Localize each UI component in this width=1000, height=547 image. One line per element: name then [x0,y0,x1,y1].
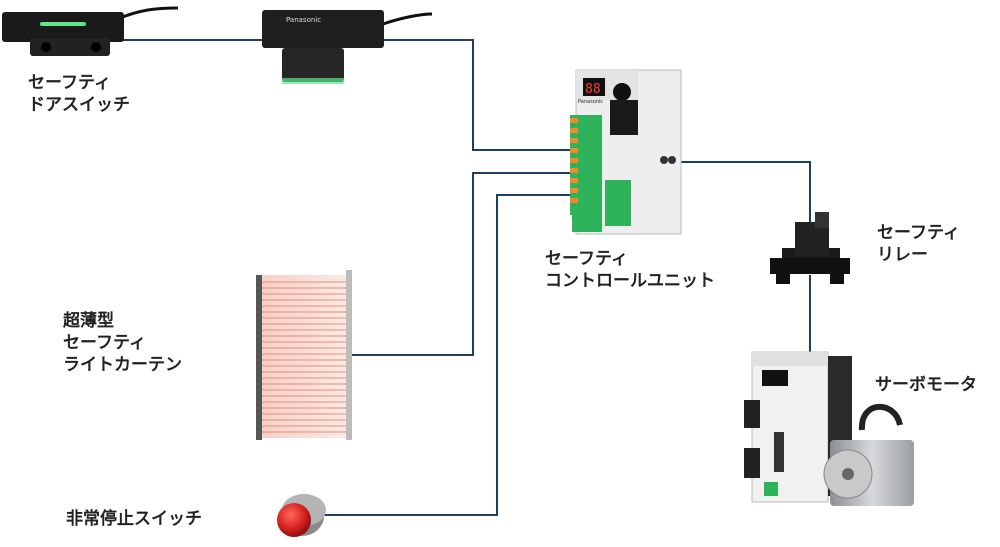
emergency-stop-switch [277,494,326,537]
line-estop [320,194,575,516]
label-light-curtain-line3: ライトカーテン [63,355,182,375]
safety-relay [770,212,850,284]
label-door-switch-line1: セーフティ [28,73,111,93]
line-light-curtain [348,172,575,356]
label-light-curtain-line2: セーフティ [63,333,146,353]
label-controller-line1: セーフティ [545,249,628,269]
controller-display: 88 [585,82,601,97]
label-estop-line1: 非常停止スイッチ [66,509,202,529]
safety-controller: 88 Panasonic [570,69,682,235]
line-controller-relay [675,161,811,230]
label-estop: 非常停止スイッチ [66,508,202,530]
door-switch-right: Panasonic [262,10,433,84]
label-light-curtain: 超薄型 セーフティ ライトカーテン [63,310,182,376]
label-light-curtain-line1: 超薄型 [63,311,114,331]
servo-system [744,351,914,506]
label-relay: セーフティ リレー [877,222,960,266]
label-servo: サーボモータ [875,374,977,396]
door-switch-left [2,6,179,56]
label-servo-line1: サーボモータ [875,375,977,395]
label-controller: セーフティ コントロールユニット [545,248,715,292]
light-curtain [256,270,352,440]
controller-brand: Panasonic [578,99,603,105]
label-relay-line1: セーフティ [877,223,960,243]
door-switch-brand: Panasonic [286,16,321,24]
label-door-switch-line2: ドアスイッチ [28,95,130,115]
label-door-switch: セーフティ ドアスイッチ [28,72,130,116]
label-controller-line2: コントロールユニット [545,271,715,291]
label-relay-line2: リレー [877,245,928,265]
